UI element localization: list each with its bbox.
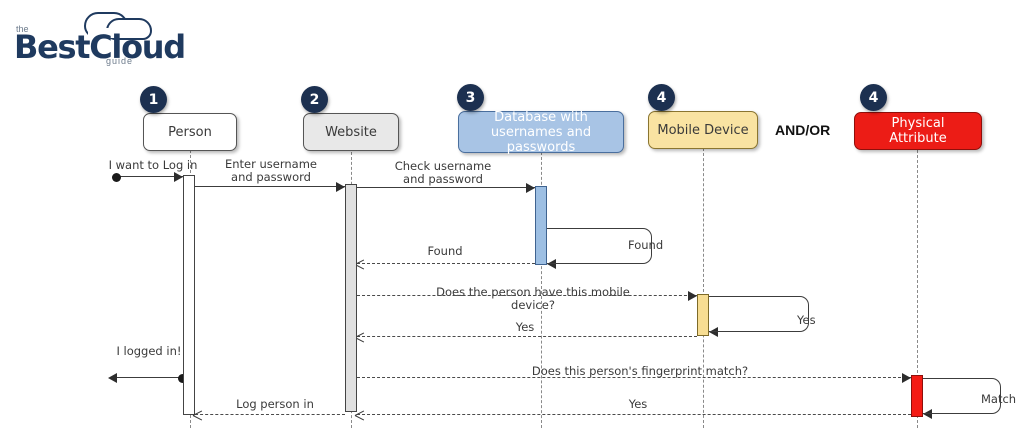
self-loop-m11 — [923, 378, 1001, 414]
message-origin-dot-m9 — [178, 373, 187, 383]
message-label-m4: Found — [626, 238, 666, 252]
arrowhead-right-m10 — [902, 373, 911, 383]
participant-box-physical-attribute[interactable]: Physical Attribute — [854, 112, 982, 150]
participant-badge-4-physical: 4 — [860, 84, 887, 111]
message-label-m2: Enter username and password — [224, 157, 318, 184]
message-line-m1 — [112, 172, 183, 182]
activation-database — [535, 186, 547, 265]
arrowhead-right-m2 — [336, 182, 345, 192]
message-label-m8: Yes — [515, 320, 535, 334]
lifeline-database — [541, 152, 542, 428]
arrowhead-right-m6 — [688, 291, 697, 301]
message-line-m9 — [108, 373, 187, 383]
activation-mobile-device — [697, 294, 709, 336]
participant-box-mobile-device[interactable]: Mobile Device — [648, 111, 758, 149]
brand-logo: the BestCloud guide — [10, 6, 186, 68]
message-label-m6: Does the person have this mobile device? — [436, 285, 630, 312]
message-label-m3: Check username and password — [394, 159, 492, 186]
message-line-m10 — [357, 373, 911, 383]
self-loop-m7 — [709, 296, 809, 332]
message-line-m8 — [357, 336, 697, 337]
arrowhead-left-m9 — [108, 373, 117, 383]
message-label-m1: I want to Log in — [108, 158, 198, 172]
activation-physical-attribute — [911, 375, 923, 417]
self-loop-m4 — [547, 228, 652, 264]
participant-badge-3: 3 — [457, 84, 484, 111]
message-line-m13 — [195, 414, 345, 415]
participant-box-database[interactable]: Database with usernames and passwords — [458, 110, 624, 155]
arrowhead-left-m11 — [923, 409, 932, 419]
activation-website — [345, 184, 357, 412]
arrowhead-right-m1 — [174, 172, 183, 182]
message-origin-dot-m1 — [112, 172, 121, 182]
logo-word: BestCloud — [14, 28, 186, 66]
participant-box-website[interactable]: Website — [303, 113, 399, 151]
cloud-icon-mask — [88, 28, 140, 38]
arrowhead-left-m7 — [709, 327, 718, 337]
message-label-m5: Found — [427, 244, 463, 258]
lifeline-mobile-device — [703, 148, 704, 428]
arrowhead-left-m4 — [547, 259, 556, 269]
participant-badge-2: 2 — [301, 86, 328, 113]
message-label-m13: Log person in — [236, 397, 314, 411]
lifeline-physical-attribute — [917, 150, 918, 428]
message-label-m9: I logged in! — [116, 344, 182, 358]
participant-badge-4-mobile: 4 — [648, 84, 675, 111]
message-line-m12 — [357, 414, 911, 415]
logo-the: the — [16, 24, 29, 34]
participant-box-person[interactable]: Person — [143, 113, 237, 151]
message-line-m5 — [357, 263, 535, 264]
and-or-label: AND/OR — [775, 122, 831, 138]
message-line-m2 — [195, 182, 345, 192]
activation-person — [183, 175, 195, 415]
logo-guide: guide — [106, 56, 134, 66]
message-label-m10: Does this person's fingerprint match? — [531, 364, 749, 378]
message-label-m11: Match — [979, 392, 1019, 406]
message-line-m6 — [357, 291, 697, 301]
participant-badge-1: 1 — [140, 86, 167, 113]
arrowhead-right-m3 — [526, 183, 535, 193]
message-line-m3 — [357, 183, 535, 193]
message-label-m12: Yes — [628, 397, 648, 411]
